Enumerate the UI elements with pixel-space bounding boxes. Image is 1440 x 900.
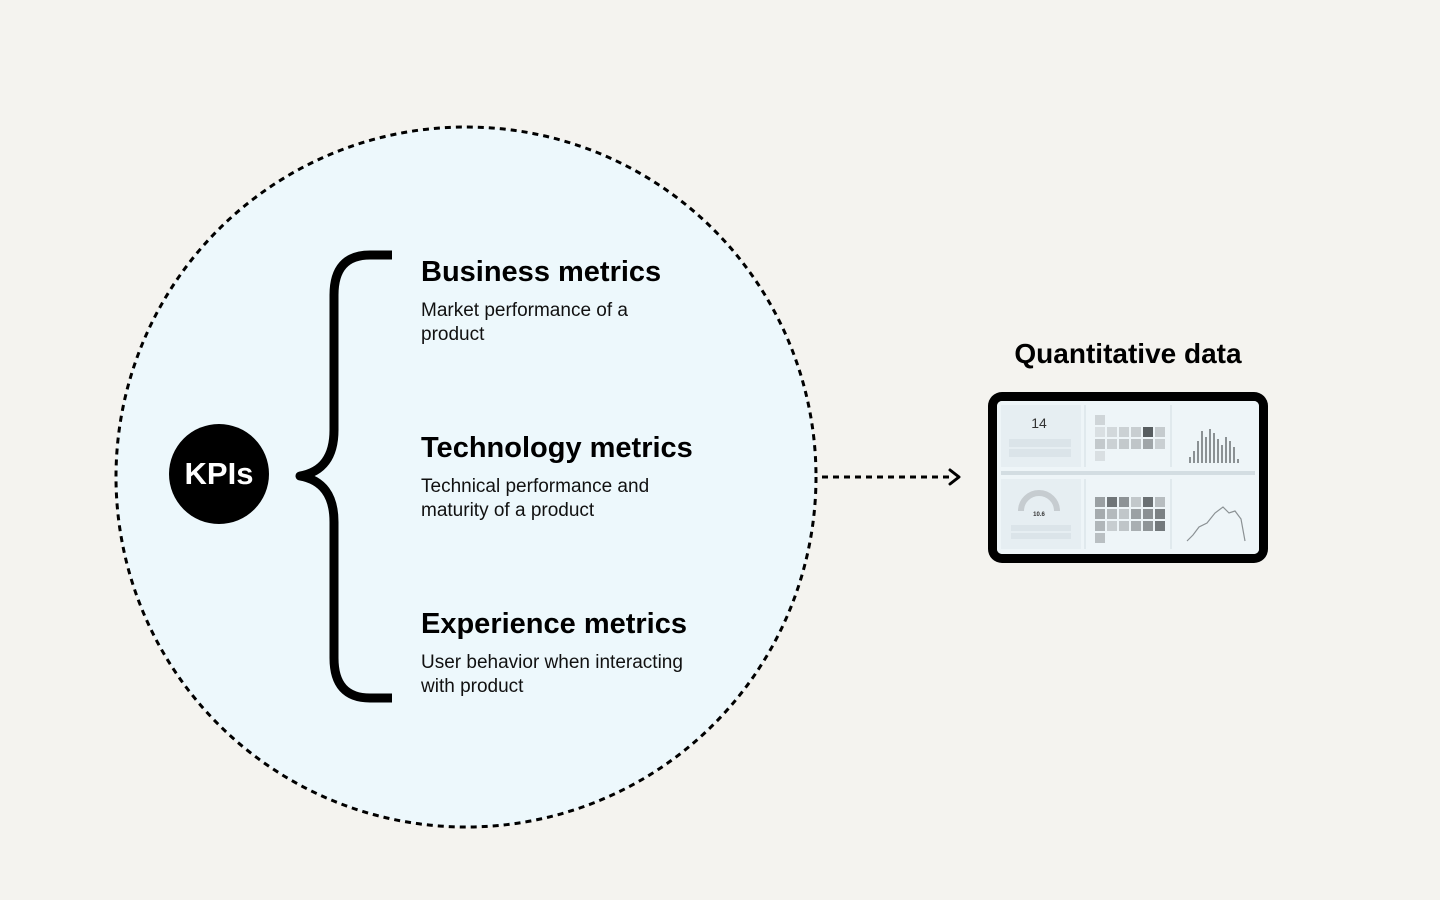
kpis-badge: KPIs bbox=[169, 424, 269, 524]
experience-metrics-block: Experience metrics User behavior when in… bbox=[421, 607, 751, 699]
experience-metrics-description: User behavior when interacting with prod… bbox=[421, 652, 683, 697]
dashboard-screen: 14 bbox=[997, 401, 1259, 554]
active-users-value: 14 bbox=[1031, 415, 1047, 431]
business-metrics-block: Business metrics Market performance of a… bbox=[421, 255, 751, 347]
experience-metrics-title: Experience metrics bbox=[421, 608, 687, 640]
busiest-days-heatmap bbox=[1095, 415, 1165, 461]
arrow-head-icon bbox=[948, 468, 961, 486]
technology-metrics-description: Technical performance and maturity of a … bbox=[421, 476, 650, 521]
technology-metrics-title: Technology metrics bbox=[421, 432, 693, 464]
technology-metrics-block: Technology metrics Technical performance… bbox=[421, 431, 751, 523]
gauge-value: 10.6 bbox=[1033, 512, 1045, 518]
dashboard-thumbnail: 14 bbox=[997, 401, 1259, 554]
business-metrics-description: Market performance of a product bbox=[421, 300, 628, 345]
typical-day-line bbox=[1186, 506, 1246, 542]
weekly-heatmap bbox=[1095, 497, 1165, 543]
dashboard-tablet: 14 bbox=[988, 392, 1268, 563]
kpi-scope-circle bbox=[114, 125, 818, 829]
quantitative-data-title: Quantitative data bbox=[1014, 338, 1242, 369]
business-metrics-title: Business metrics bbox=[421, 256, 662, 288]
kpis-label: KPIs bbox=[184, 456, 254, 491]
curly-brace bbox=[295, 250, 392, 703]
typical-day-bars bbox=[1189, 429, 1239, 463]
